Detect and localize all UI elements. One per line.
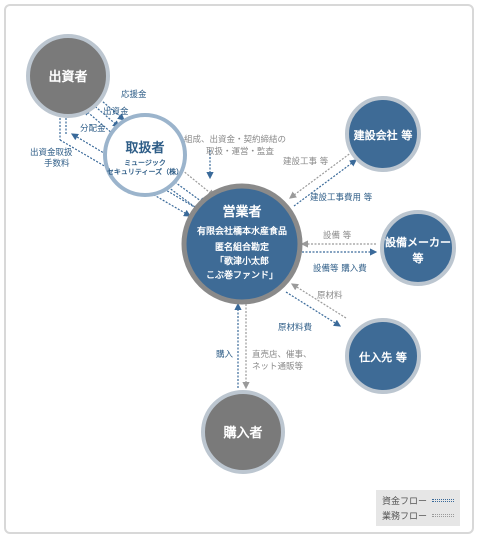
label-konyu: 購入 — [216, 349, 234, 360]
node-equipment: 設備メーカー 等 — [380, 210, 456, 286]
label-kensetsu-cost: 建設工事費用 等 — [310, 192, 373, 203]
handler-operator-flows — [167, 150, 215, 211]
node-operator: 営業者 有限会社橋本水産食品 匿名組合勘定 「歌津小太郎 こぶ巻ファンド」 — [181, 183, 303, 305]
shusshikin-arrow — [89, 101, 120, 128]
oen-arrow — [94, 94, 125, 121]
operator-to-investor-line — [70, 133, 197, 209]
label-direct-2: ネット通販等 — [252, 361, 304, 372]
operator-line-1: 有限会社橋本水産食品 — [197, 225, 287, 237]
label-shusshikin: 出資金 — [103, 106, 129, 117]
node-investor: 出資者 — [26, 34, 110, 118]
buyer-label: 購入者 — [222, 425, 262, 441]
label-setsubi-cost: 設備等 購入費 — [313, 263, 367, 274]
operator-buyer-flows — [234, 302, 250, 390]
legend-fund-flow-label: 資金フロー — [382, 497, 428, 507]
operator-supplier-flows — [285, 283, 347, 327]
node-supplier: 仕入先 等 — [345, 318, 421, 394]
operator-line-3: 「歌津小太郎 — [215, 255, 269, 267]
label-genzairyo-cost: 原材料費 — [278, 322, 313, 333]
investor-handler-flows — [83, 94, 125, 135]
equipment-label-1: 設備メーカー — [385, 235, 451, 249]
label-direct-1: 直売店、催事、 — [252, 349, 312, 360]
label-fee-1: 出資金取扱 — [30, 147, 73, 158]
label-kumisei-1: 組成、出資金・契約締結の — [184, 134, 286, 145]
legend-business-flow-label: 業務フロー — [382, 512, 428, 522]
label-setsubi: 設備 等 — [323, 230, 352, 241]
operator-equipment-flows — [300, 240, 378, 256]
node-buyer: 購入者 — [201, 390, 285, 474]
node-construction: 建設会社 等 — [345, 96, 421, 172]
label-kumisei-2: 取扱・運営・監査 — [206, 146, 275, 157]
label-bunpaikin: 分配金 — [80, 123, 106, 134]
operator-title: 営業者 — [222, 204, 261, 220]
legend: 資金フロー 業務フロー — [376, 490, 460, 526]
legend-fund-flow-line — [432, 499, 454, 502]
handler-title: 取扱者 — [125, 140, 164, 156]
label-fee-2: 手数料 — [44, 158, 70, 169]
legend-business-flow-line — [432, 514, 454, 517]
legend-business-flow: 業務フロー — [382, 508, 454, 523]
handler-sub-2: セキュリティーズ（株） — [107, 167, 183, 176]
legend-fund-flow: 資金フロー — [382, 493, 454, 508]
equipment-label-2: 等 — [412, 251, 424, 265]
node-handler: 取扱者 ミュージック セキュリティーズ（株） — [103, 113, 187, 197]
operator-construction-flows — [289, 151, 357, 207]
label-oen: 応援金 — [121, 89, 147, 100]
construction-label: 建設会社 等 — [354, 128, 413, 142]
label-kensetsu-work: 建設工事 等 — [283, 156, 329, 167]
bunpaikin-arrow — [83, 108, 114, 135]
investor-label: 出資者 — [48, 69, 87, 85]
supplier-label: 仕入先 等 — [358, 350, 407, 364]
handler-sub-1: ミュージック — [124, 158, 166, 167]
operator-line-4: こぶ巻ファンド」 — [206, 269, 278, 281]
label-genzairyo: 原材料 — [317, 290, 343, 301]
operator-line-2: 匿名組合勘定 — [215, 241, 270, 253]
